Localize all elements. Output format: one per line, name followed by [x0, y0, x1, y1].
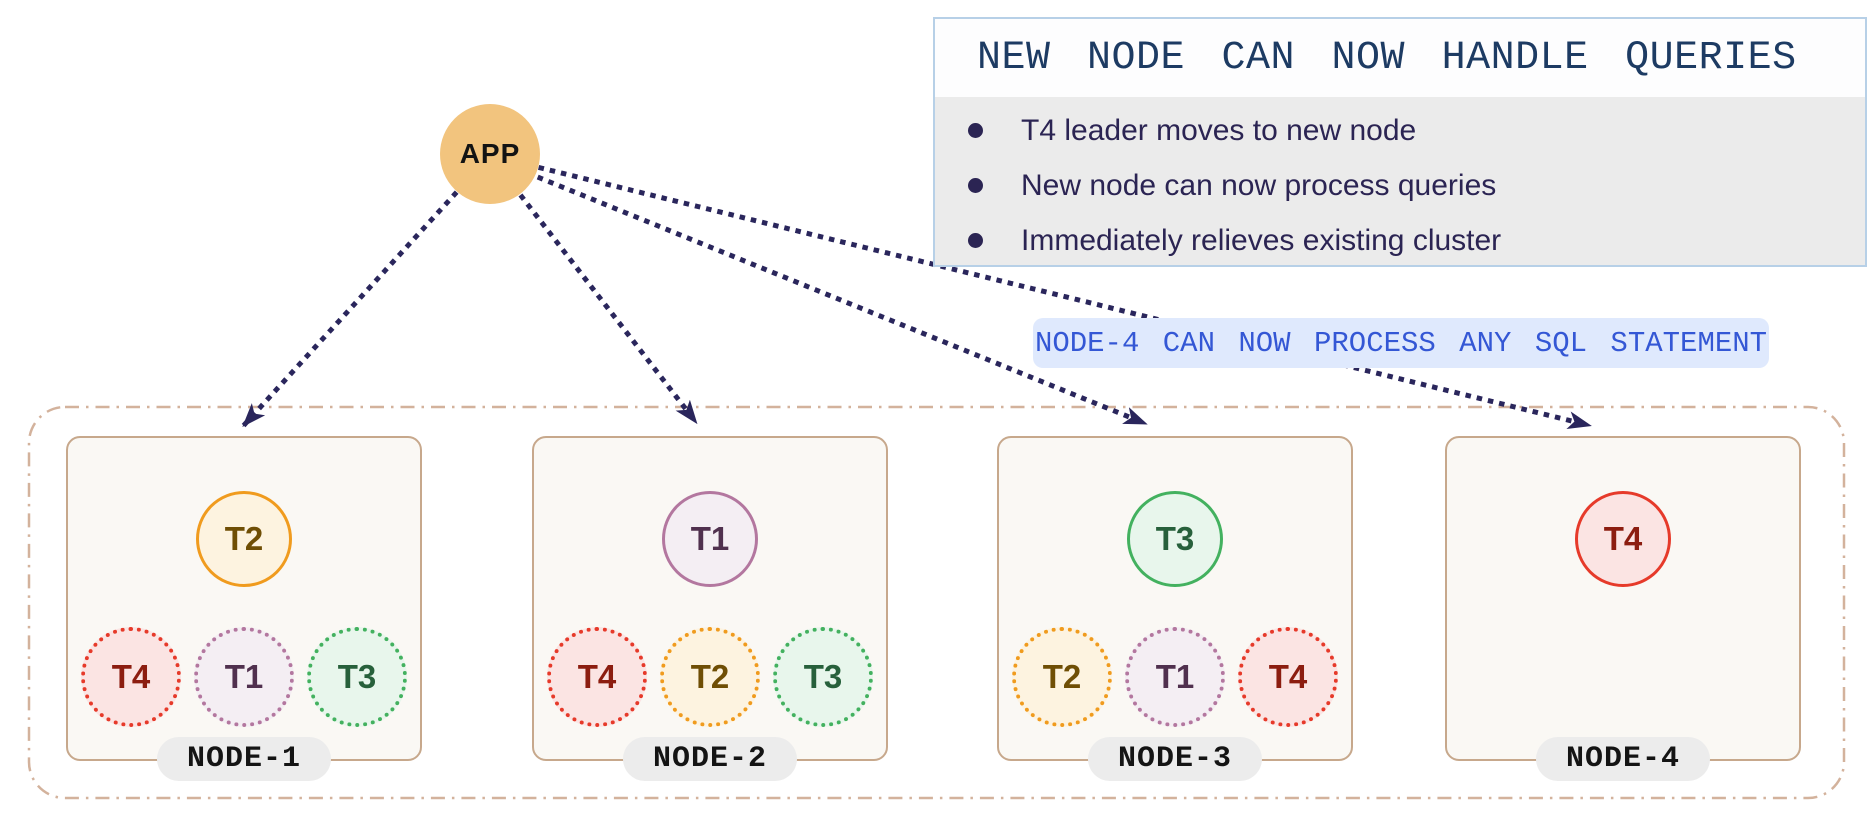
leader-row: T2 — [68, 491, 420, 587]
tablet-leader: T3 — [1127, 491, 1223, 587]
info-bullet-item: New node can now process queries — [935, 158, 1865, 213]
arrow-app-to-node-1 — [241, 190, 459, 428]
leader-row: T3 — [999, 491, 1351, 587]
info-bullet-text: T4 leader moves to new node — [1021, 113, 1417, 147]
node4-callout-text: NODE-4 CAN NOW PROCESS ANY SQL STATEMENT — [1034, 326, 1768, 360]
info-bullet-text: New node can now process queries — [1021, 168, 1497, 202]
tablet-follower: T1 — [1125, 627, 1225, 727]
leader-row: T4 — [1447, 491, 1799, 587]
leader-row: T1 — [534, 491, 886, 587]
node-label: NODE-3 — [1087, 737, 1263, 781]
tablet-follower: T4 — [547, 627, 647, 727]
tablet-follower: T2 — [1012, 627, 1112, 727]
tablet-follower: T4 — [1238, 627, 1338, 727]
info-box-title: NEW NODE CAN NOW HANDLE QUERIES — [935, 19, 1865, 97]
node-label: NODE-4 — [1535, 737, 1711, 781]
node4-callout: NODE-4 CAN NOW PROCESS ANY SQL STATEMENT — [1033, 318, 1769, 368]
node-label: NODE-2 — [622, 737, 798, 781]
app-node: APP — [440, 104, 540, 204]
arrow-app-to-node-2 — [518, 193, 699, 425]
app-label: APP — [459, 138, 521, 169]
bullet-dot-icon — [968, 178, 983, 193]
bullet-dot-icon — [968, 233, 983, 248]
tablet-leader: T2 — [196, 491, 292, 587]
tablet-leader: T4 — [1575, 491, 1671, 587]
tablet-follower: T1 — [194, 627, 294, 727]
bullet-dot-icon — [968, 123, 983, 138]
tablet-follower: T3 — [307, 627, 407, 727]
node-label: NODE-1 — [156, 737, 332, 781]
info-box: NEW NODE CAN NOW HANDLE QUERIES T4 leade… — [933, 17, 1867, 267]
follower-row: T4 T1 T3 — [68, 627, 420, 727]
tablet-follower: T4 — [81, 627, 181, 727]
tablet-leader: T1 — [662, 491, 758, 587]
info-bullet-list: T4 leader moves to new node New node can… — [935, 97, 1865, 268]
node-4-box: T4 NODE-4 — [1445, 436, 1801, 781]
info-bullet-text: Immediately relieves existing cluster — [1021, 223, 1502, 257]
node-2-box: T1 T4 T2 T3 NODE-2 — [532, 436, 888, 781]
tablet-follower: T3 — [773, 627, 873, 727]
tablet-follower: T2 — [660, 627, 760, 727]
node-3-box: T3 T2 T1 T4 NODE-3 — [997, 436, 1353, 781]
node-1-box: T2 T4 T1 T3 NODE-1 — [66, 436, 422, 781]
follower-row: T2 T1 T4 — [999, 627, 1351, 727]
info-bullet-item: T4 leader moves to new node — [935, 103, 1865, 158]
info-bullet-item: Immediately relieves existing cluster — [935, 213, 1865, 268]
follower-row: T4 T2 T3 — [534, 627, 886, 727]
